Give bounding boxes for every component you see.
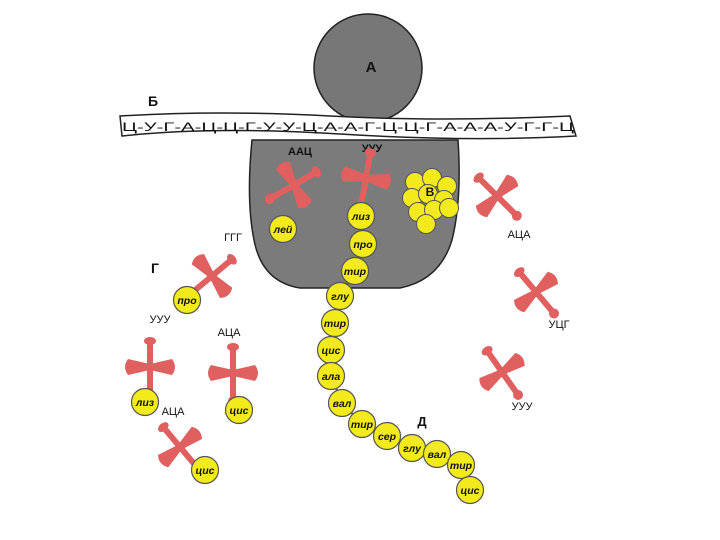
cluster-bead — [417, 215, 436, 234]
svg-text:про: про — [353, 239, 373, 251]
label-b: Б — [148, 93, 158, 109]
chain-amino-acid: сер — [374, 423, 401, 450]
label-d: Д — [417, 414, 427, 429]
svg-text:цис: цис — [321, 345, 340, 357]
svg-text:ала: ала — [322, 371, 340, 383]
chain-amino-acid: вал — [329, 390, 356, 417]
chain-amino-acid: цис — [457, 477, 484, 504]
anticodon-label-1: ГГГ — [224, 232, 242, 244]
free-trna-amino-acid: лиз — [132, 389, 159, 416]
chain-amino-acid: глу — [399, 435, 426, 462]
svg-text:про: про — [177, 295, 197, 307]
free-trna-5 — [458, 157, 538, 237]
svg-text:глу: глу — [331, 291, 350, 303]
anticodon-label-5: АЦА — [508, 229, 531, 241]
chain-amino-acid: тир — [342, 258, 369, 285]
svg-text:лиз: лиз — [135, 397, 155, 409]
label-a: А — [366, 59, 377, 76]
mrna-sequence: Ц-У-Г-А-Ц-Ц-Г-У-У-Ц-А-А-Г-Ц-Ц-Г-А-А-А-У-… — [122, 122, 575, 134]
free-trna-amino-acid: цис — [192, 457, 219, 484]
svg-text:тир: тир — [351, 419, 374, 431]
svg-text:тир: тир — [324, 318, 347, 330]
anticodon-label-3: АЦА — [218, 327, 241, 339]
svg-text:вал: вал — [333, 398, 352, 410]
svg-text:глу: глу — [403, 443, 422, 455]
svg-text:цис: цис — [195, 465, 214, 477]
anticodon-label-2: УУУ — [150, 314, 172, 326]
chain-amino-acid: тир — [349, 411, 376, 438]
label-v: В — [426, 185, 435, 199]
cluster-bead — [440, 199, 459, 218]
chain-amino-acid: глу — [327, 283, 354, 310]
svg-text:лиз: лиз — [351, 211, 371, 223]
chain-amino-acid: цис — [318, 337, 345, 364]
free-trna-amino-acid: цис — [226, 397, 253, 424]
svg-text:цис: цис — [229, 405, 248, 417]
free-trna-3 — [208, 343, 258, 406]
chain-amino-acid: тир — [448, 452, 475, 479]
svg-text:тир: тир — [344, 266, 367, 278]
svg-text:лей: лей — [273, 224, 293, 236]
chain-amino-acid: тир — [322, 310, 349, 337]
amino-acid-trna-2: лиз — [348, 203, 375, 230]
free-trna-amino-acid: про — [174, 287, 201, 314]
label-g: Г — [151, 260, 159, 276]
svg-text:цис: цис — [460, 485, 479, 497]
codon-label-1: ААЦ — [288, 146, 312, 158]
anticodon-label-7: УУУ — [512, 401, 534, 413]
svg-text:сер: сер — [378, 431, 397, 443]
anticodon-label-6: УЦГ — [548, 319, 569, 331]
chain-amino-acid: вал — [424, 441, 451, 468]
chain-amino-acid: ала — [318, 363, 345, 390]
amino-acid-trna-1: лей — [270, 216, 297, 243]
svg-text:вал: вал — [428, 449, 447, 461]
anticodon-label-4: АЦА — [162, 406, 185, 418]
svg-text:тир: тир — [450, 460, 473, 472]
chain-amino-acid: про — [350, 231, 377, 258]
